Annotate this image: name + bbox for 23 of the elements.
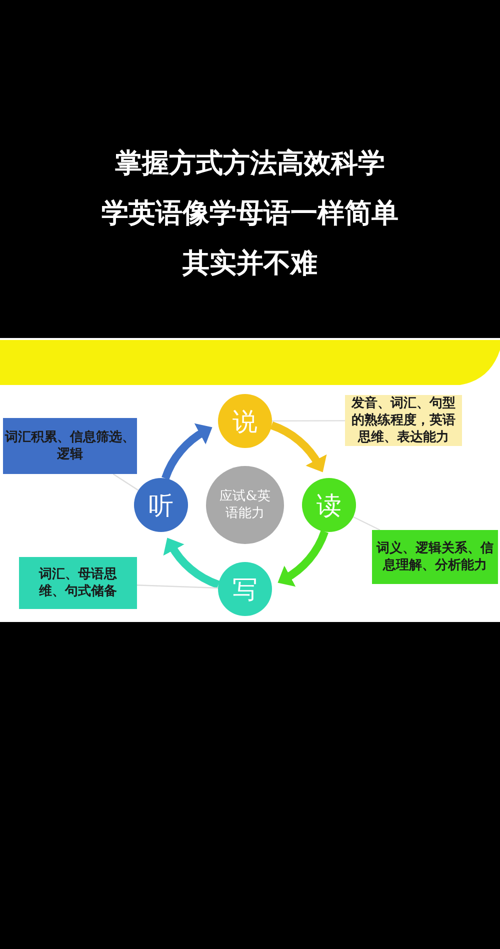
skill-label: 听 — [148, 490, 174, 522]
cycle-arrow — [270, 422, 326, 472]
skill-label: 说 — [232, 406, 258, 438]
info-box — [19, 557, 137, 609]
skill-label: 读 — [316, 490, 342, 522]
heading-text: 掌握方式方法高效科学 — [114, 147, 386, 181]
heading-text: 其实并不难 — [182, 247, 318, 281]
leader-line — [272, 420, 345, 422]
center-label: 应试&英语能力 — [218, 488, 272, 522]
cycle-arrow — [162, 424, 212, 480]
box-text: 词义、逻辑关系、信息理解、分析能力 — [375, 540, 494, 574]
leader-line — [112, 474, 139, 491]
leader-line — [352, 516, 380, 531]
cycle-arrow — [278, 530, 328, 586]
skill-label: 写 — [232, 574, 258, 606]
heading-text: 学英语像学母语一样简单 — [100, 197, 400, 231]
box-text: 词汇、母语思维、句式储备 — [38, 566, 118, 600]
box-text: 词汇积累、信息筛选、逻辑 — [5, 429, 135, 463]
box-text: 发音、词汇、句型的熟练程度，英语思维、表达能力 — [350, 395, 456, 446]
info-box — [3, 418, 137, 474]
cycle-arrow — [164, 538, 220, 588]
leader-line — [136, 584, 218, 589]
info-box — [372, 530, 498, 584]
